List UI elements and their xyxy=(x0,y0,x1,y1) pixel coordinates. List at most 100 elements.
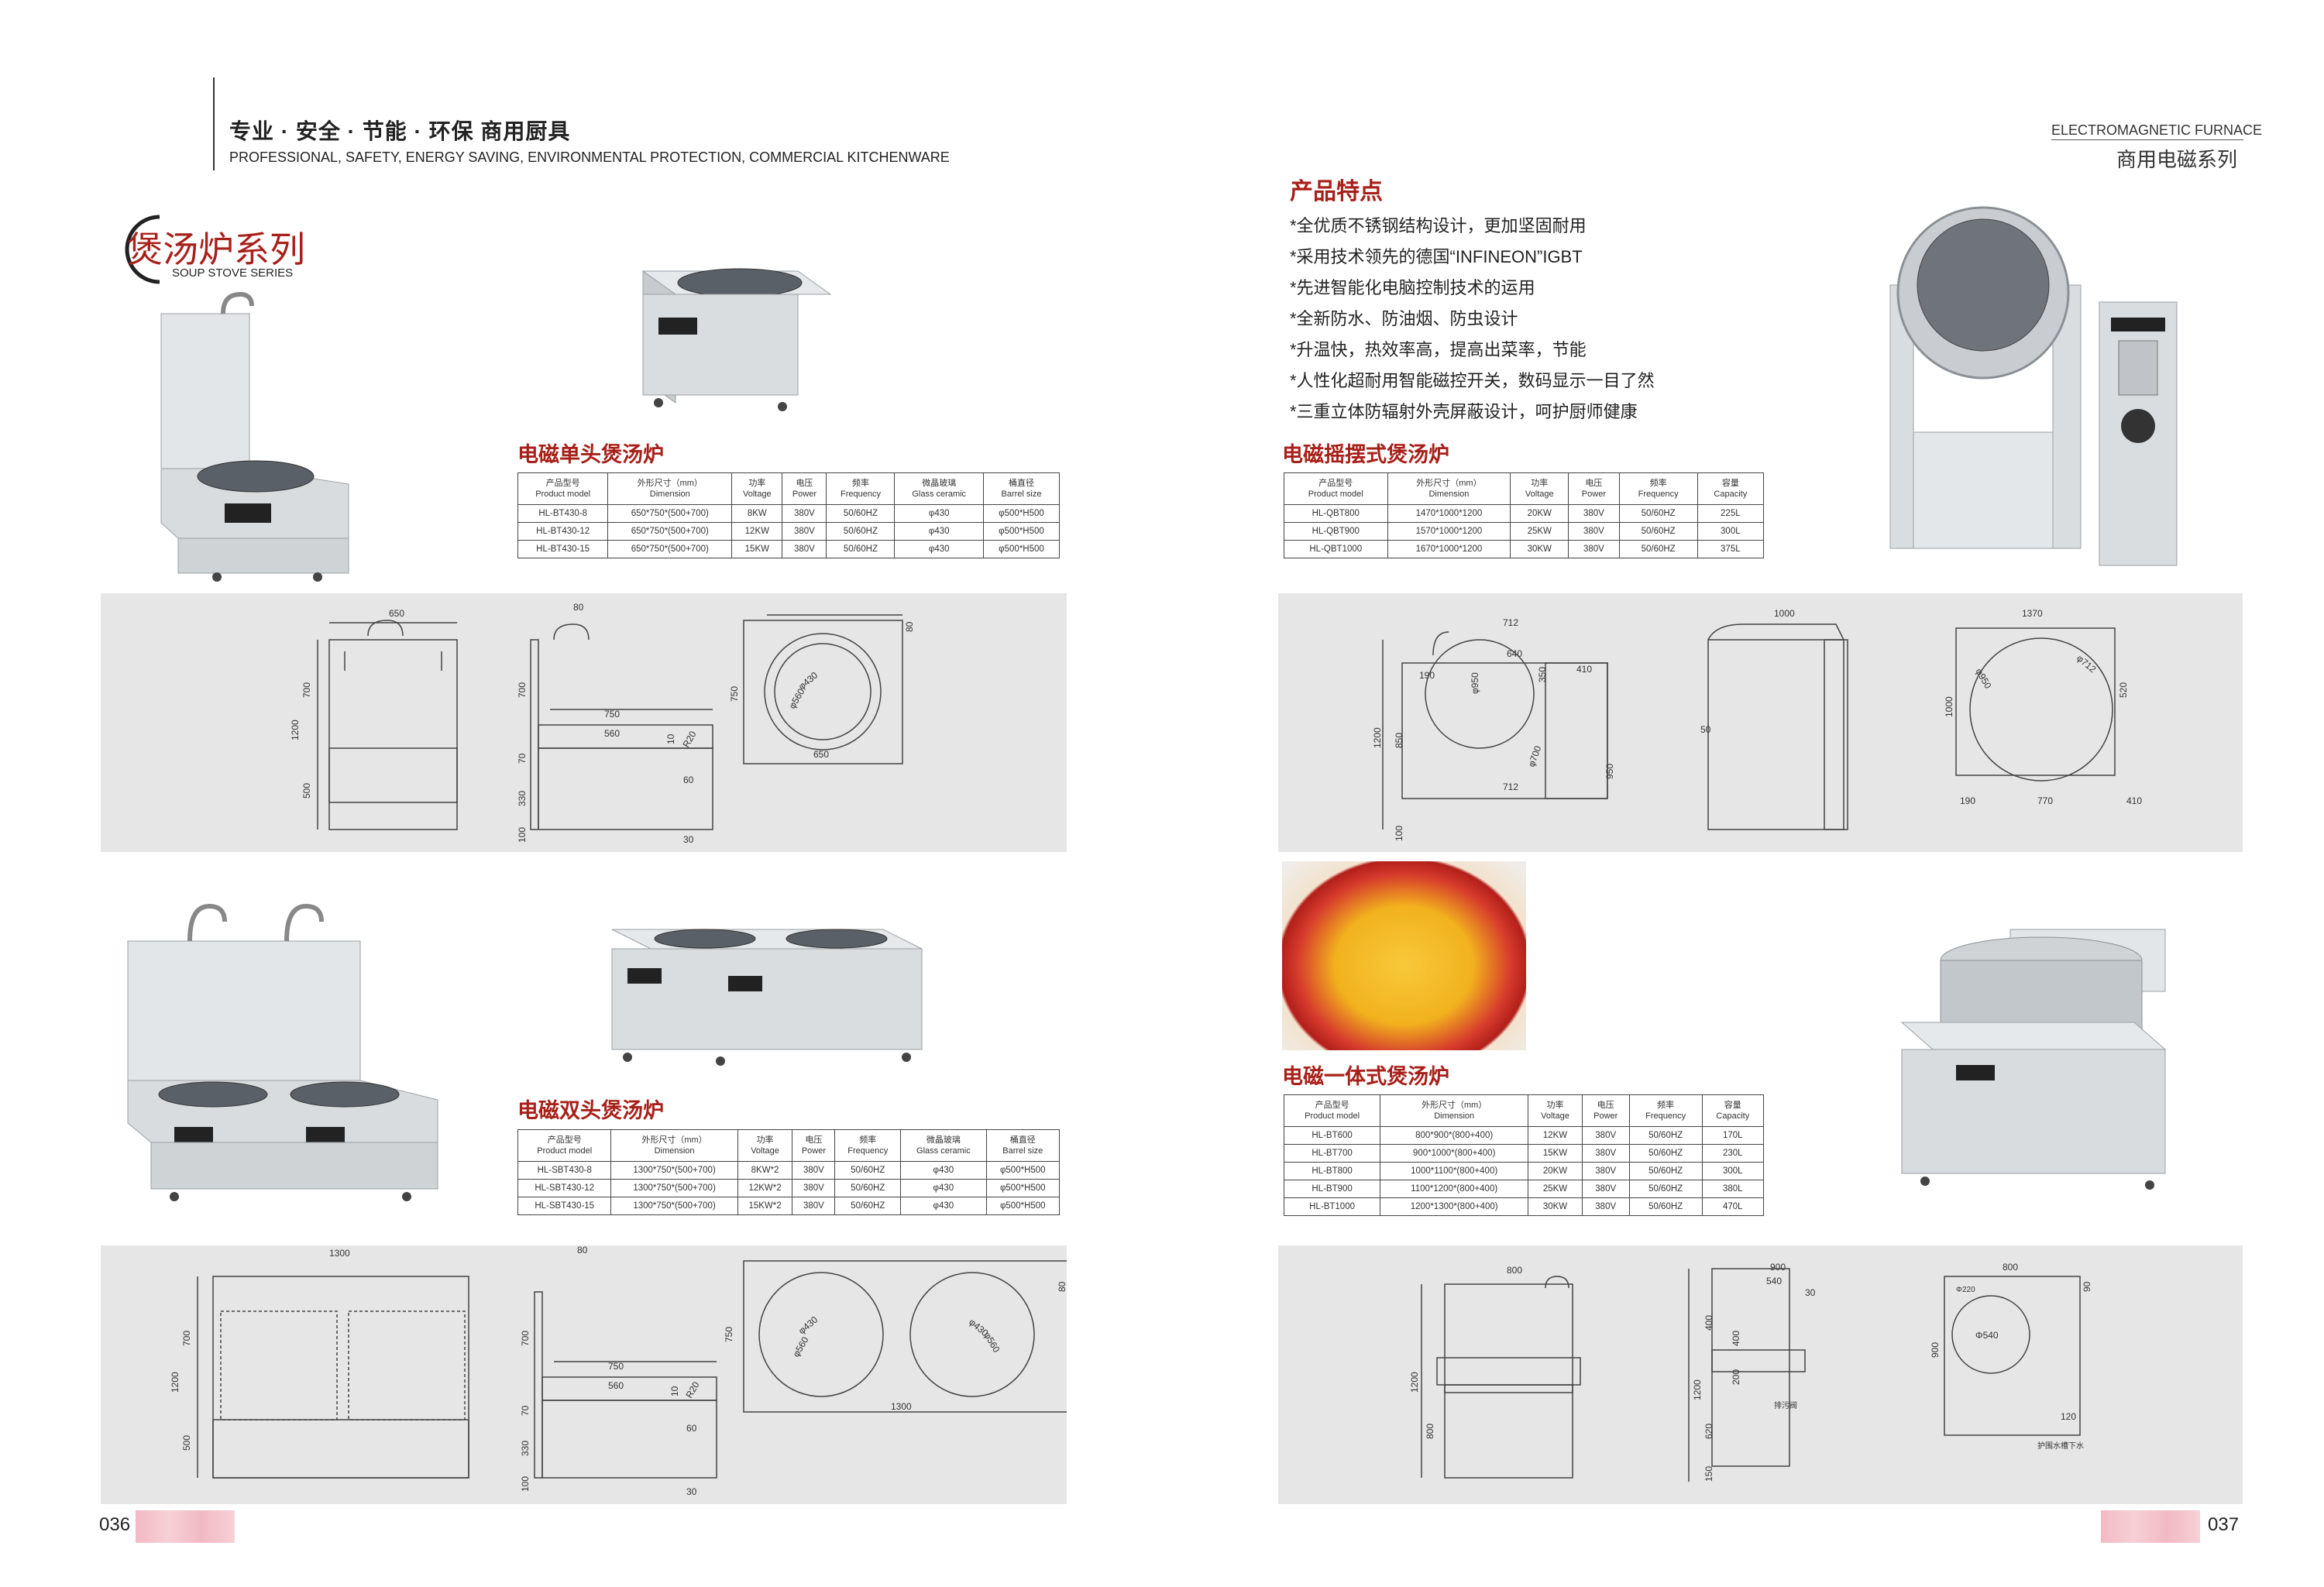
table-cell: 50/60HZ xyxy=(834,1197,902,1215)
header-en: Power xyxy=(1581,489,1606,499)
table-cell: φ500*H500 xyxy=(985,1161,1061,1180)
header-cn: 外形尺寸（mm） xyxy=(1416,479,1482,488)
header-en: Voltage xyxy=(742,489,772,499)
header-en: Power xyxy=(1593,1111,1618,1121)
series-subtitle: SOUP STOVE SERIES xyxy=(172,266,294,280)
header-en: Barrel size xyxy=(1001,489,1042,499)
header-en: Product model xyxy=(537,1146,593,1156)
table-cell: 380V xyxy=(792,1179,836,1197)
table-cell: 50/60HZ xyxy=(1618,540,1698,558)
header-cn: 频率 xyxy=(851,479,869,488)
dim-label: 10 xyxy=(669,1386,680,1396)
header-cn: 频率 xyxy=(1657,1101,1675,1110)
table-cell: 50/60HZ xyxy=(1628,1197,1703,1216)
header-en: Product model xyxy=(1305,1111,1360,1121)
table-cell: HL-BT430-12 xyxy=(517,522,609,541)
dim-label: φ712 xyxy=(2075,653,2099,675)
dim-label: 500 xyxy=(181,1435,192,1451)
dim-label: 330 xyxy=(520,1441,531,1456)
table-cell: 900*1000*(800+400) xyxy=(1380,1144,1529,1163)
table-cell: 380L xyxy=(1701,1180,1765,1198)
table-cell: φ500*H500 xyxy=(982,540,1061,558)
table-cell: φ500*H500 xyxy=(985,1179,1061,1197)
dim-label: 150 xyxy=(1703,1466,1714,1482)
table-cell: φ500*H500 xyxy=(985,1197,1061,1215)
series-logo-ring xyxy=(125,215,160,284)
dim-label: 1370 xyxy=(2022,608,2043,619)
feature-item: *采用技术领先的德国“INFINEON”IGBT xyxy=(1290,247,1583,266)
dim-label: 620 xyxy=(1703,1424,1714,1439)
table-header-cell: 外形尺寸（mm）Dimension xyxy=(1380,1094,1529,1127)
header-cn: 功率 xyxy=(1546,1101,1564,1110)
header-cn: 外形尺寸（mm） xyxy=(637,479,703,488)
table-header-cell: 外形尺寸（mm）Dimension xyxy=(607,472,733,505)
header-cn: 频率 xyxy=(859,1135,877,1145)
table-cell: 50/60HZ xyxy=(826,540,896,558)
integrated-drawing-band xyxy=(1278,1245,2243,1504)
dim-label: 1300 xyxy=(891,1401,912,1412)
header-cn: 电压 xyxy=(796,479,813,488)
dim-label: 1200 xyxy=(1409,1372,1420,1393)
table-cell: HL-BT800 xyxy=(1283,1162,1381,1180)
table-cell: 50/60HZ xyxy=(1628,1144,1703,1163)
single-stove-drawing: 650 700 1200 500 80 700 750 560 10 R20 7… xyxy=(290,602,915,845)
table-cell: φ500*H500 xyxy=(982,522,1061,541)
table-cell: 380V xyxy=(1581,1180,1630,1198)
header-en: Glass ceramic xyxy=(916,1146,971,1156)
table-cell: 12KW xyxy=(1528,1126,1583,1145)
header-en: Frequency xyxy=(1638,489,1679,499)
header-cn: 产品型号 xyxy=(1315,1101,1349,1110)
dim-label: 330 xyxy=(517,791,528,806)
double-stove-drawing: 1300 700 1200 500 80 700 750 560 10 R20 … xyxy=(170,1245,1067,1497)
table-cell: 800*900*(800+400) xyxy=(1380,1126,1529,1145)
dim-label: 60 xyxy=(686,1423,697,1434)
tilting-drawing-band xyxy=(1278,593,2243,852)
header-cn: 容量 xyxy=(1724,1101,1741,1110)
header-en: Product model xyxy=(535,489,591,499)
header-en: Dimension xyxy=(1428,489,1470,499)
table-cell: φ430 xyxy=(894,522,984,541)
page-number-right: 037 xyxy=(2208,1514,2240,1535)
right-header-cn: 商用电磁系列 xyxy=(2116,148,2238,171)
dim-label: 1000 xyxy=(1944,696,1954,717)
dim-label: 770 xyxy=(2037,795,2053,806)
table-cell: 12KW*2 xyxy=(737,1179,793,1197)
table-cell: 650*750*(500+700) xyxy=(607,504,733,523)
table-header-cell: 外形尺寸（mm）Dimension xyxy=(1387,472,1511,505)
table-cell: 50/60HZ xyxy=(826,504,896,523)
table-cell: φ500*H500 xyxy=(982,504,1061,523)
table-cell: 50/60HZ xyxy=(1618,504,1698,523)
dim-label: 100 xyxy=(520,1476,531,1492)
table-cell: HL-BT430-15 xyxy=(517,540,609,558)
table-cell: 30KW xyxy=(1510,540,1569,558)
dim-label: 640 xyxy=(1507,648,1522,659)
dim-label: 50 xyxy=(1700,724,1711,735)
header-en: Voltage xyxy=(751,1146,779,1156)
double-stove-photo xyxy=(127,903,438,1201)
table-cell: 380V xyxy=(782,540,827,558)
header-cn: 微晶玻璃 xyxy=(922,479,957,488)
table-cell: 50/60HZ xyxy=(834,1179,902,1197)
table-cell: 380V xyxy=(1568,540,1620,558)
dim-label: 900 xyxy=(1930,1342,1941,1358)
header-cn: 功率 xyxy=(1531,479,1549,488)
dim-label: 850 xyxy=(1394,733,1404,748)
